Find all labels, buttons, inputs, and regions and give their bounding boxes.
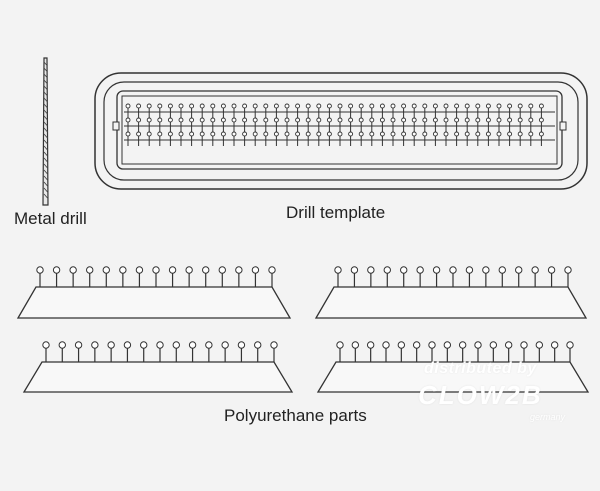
metal-drill — [42, 57, 49, 206]
part-strip — [316, 341, 590, 393]
drill-template-label: Drill template — [286, 203, 386, 222]
metal-drill-label: Metal drill — [14, 209, 87, 228]
part-strip — [314, 266, 588, 319]
polyurethane-parts-label: Polyurethane parts — [224, 406, 367, 425]
polyurethane-parts — [16, 266, 590, 393]
watermark-line3: germany — [530, 412, 566, 422]
template-row — [124, 103, 555, 118]
template-row — [124, 117, 555, 132]
drill-template — [94, 72, 588, 190]
template-row — [124, 131, 555, 146]
part-strip — [16, 266, 292, 319]
watermark-logo: CLOW2B — [418, 380, 543, 410]
watermark: distributed by CLOW2B germany — [418, 360, 588, 430]
watermark-line1: distributed by — [424, 360, 537, 377]
part-strip — [22, 341, 294, 393]
